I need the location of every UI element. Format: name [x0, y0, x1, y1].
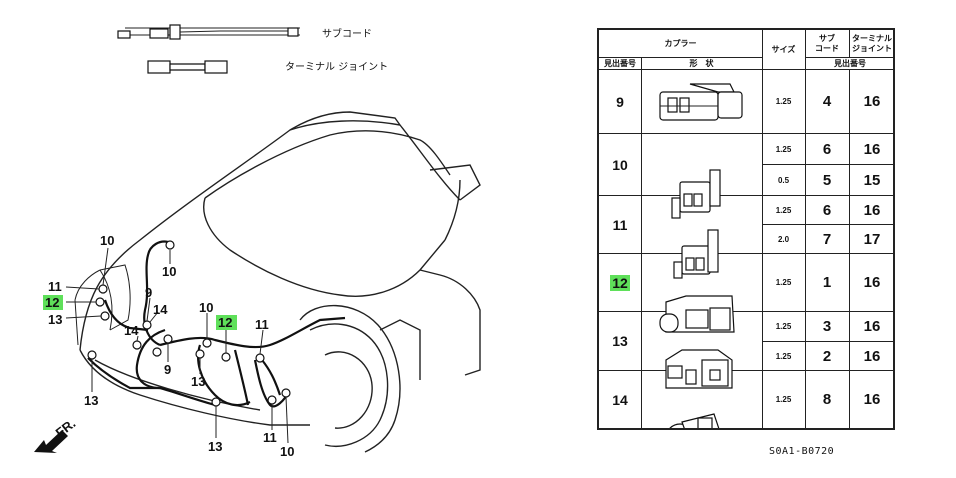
legend-terminal-joint-illustration: [147, 60, 228, 74]
ref-number: 13: [612, 333, 628, 349]
sub-cord-ref: 8: [822, 391, 832, 408]
legend-sub-cord-label: サブコード: [322, 27, 372, 40]
terminal-joint-ref: 16: [863, 93, 881, 110]
callout-10: 10: [162, 264, 176, 279]
front-direction-arrow: [34, 430, 68, 453]
coupler-table: カプラー サイズ サブ コード ターミナル ジョイント 見出番号 形 状 見出番…: [597, 28, 895, 430]
callout-13: 13: [84, 393, 98, 408]
size-value: 1.25: [775, 395, 792, 404]
terminal-joint-ref: 16: [863, 347, 881, 365]
size-value: 0.5: [777, 175, 790, 185]
terminal-joint-ref: 16: [863, 140, 881, 158]
connector-shape-9: [659, 83, 743, 121]
callout-10: 10: [280, 444, 294, 459]
legend-sub-cord-illustration: [117, 24, 300, 40]
ref-number: 10: [612, 156, 628, 173]
terminal-joint-ref: 16: [863, 318, 881, 335]
sub-cord-ref: 7: [822, 230, 832, 248]
leader-lines: [65, 247, 289, 444]
terminal-joint-ref: 16: [863, 391, 881, 408]
header-size: サイズ: [771, 45, 796, 54]
sub-cord-ref: 6: [822, 140, 832, 158]
header-ref-number: 見出番号: [604, 59, 636, 68]
callout-11: 11: [48, 279, 62, 294]
ref-number-highlighted: 12: [610, 274, 630, 291]
sub-cord-ref: 6: [822, 201, 832, 219]
connector-shape-14: [669, 413, 720, 428]
connector-shape-11: [673, 229, 719, 279]
callout-9: 9: [145, 285, 152, 300]
header-coupler: カプラー: [664, 39, 697, 48]
size-value: 1.25: [775, 322, 792, 331]
terminal-joint-ref: 16: [863, 274, 881, 291]
callout-11: 11: [255, 317, 269, 332]
sub-cord-ref: 3: [822, 318, 832, 335]
callout-13: 13: [191, 374, 205, 389]
callout-12-highlighted: 12: [45, 295, 59, 310]
size-value: 1.25: [775, 205, 792, 215]
legend-terminal-joint-label: ターミナル ジョイント: [285, 61, 388, 73]
connector-shape-12: [659, 295, 735, 333]
callout-11: 11: [263, 430, 277, 445]
size-value: 1.25: [775, 97, 792, 106]
sub-cord-ref: 1: [822, 274, 832, 291]
callout-13: 13: [208, 439, 222, 454]
callout-14: 14: [124, 323, 139, 338]
ref-number: 9: [616, 93, 624, 110]
sub-cord-ref: 2: [822, 347, 832, 365]
ref-number: 11: [612, 216, 628, 233]
connector-shapes: [659, 83, 743, 428]
callout-9: 9: [164, 362, 171, 377]
terminal-joint-ref: 17: [863, 230, 881, 248]
wire-harness: [87, 240, 346, 408]
connector-shape-10: [671, 169, 721, 219]
part-code: S0A1-B0720: [769, 446, 835, 457]
size-value: 1.25: [775, 144, 792, 154]
callout-13: 13: [48, 312, 62, 327]
header-ref-number-2: 見出番号: [834, 59, 866, 68]
sub-cord-ref: 5: [822, 171, 832, 189]
header-shape: 形 状: [689, 59, 714, 68]
car-body-outline: [74, 111, 481, 453]
terminal-joint-ref: 16: [863, 201, 881, 219]
header-terminal-joint: ターミナル ジョイント: [852, 34, 892, 53]
connector-shape-13: [665, 349, 733, 389]
sub-cord-ref: 4: [822, 93, 832, 110]
highlight-marker: [216, 315, 237, 330]
ref-number: 14: [612, 391, 628, 408]
highlight-marker: [43, 295, 63, 310]
size-value: 2.0: [777, 234, 790, 244]
callout-10: 10: [100, 233, 114, 248]
callout-12-highlighted: 12: [218, 315, 232, 330]
callout-14: 14: [153, 302, 168, 317]
size-value: 1.25: [775, 278, 792, 287]
size-value: 1.25: [775, 351, 792, 361]
terminal-joint-ref: 15: [863, 171, 881, 189]
callout-10: 10: [199, 300, 213, 315]
header-sub-cord: サブ コード: [815, 34, 839, 53]
